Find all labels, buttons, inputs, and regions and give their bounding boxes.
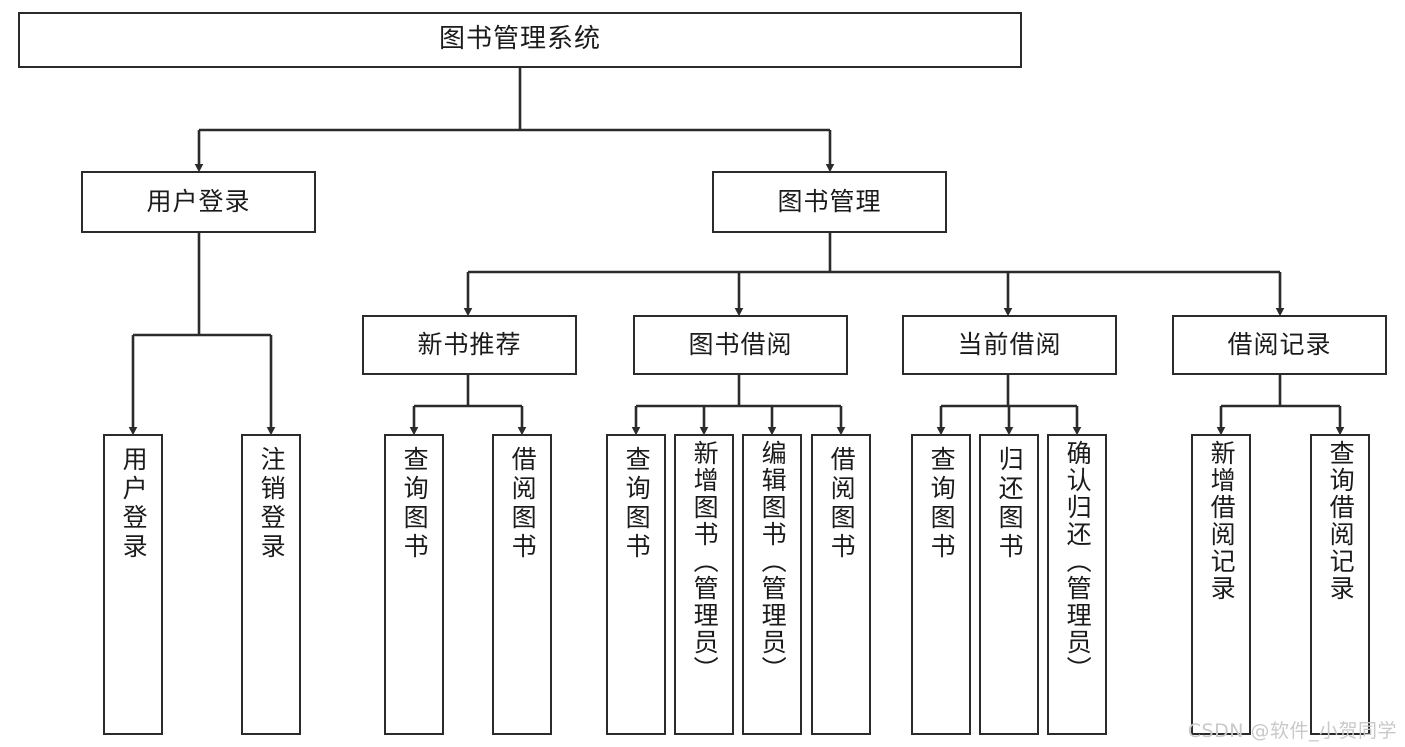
node-book-management-label: 图书管理 <box>777 186 882 216</box>
leaf-user-login-signout[interactable]: 注销登录 <box>241 434 301 735</box>
leaf-new-book-query[interactable]: 查询图书 <box>384 434 444 735</box>
leaf-user-login-signin[interactable]: 用户登录 <box>103 434 163 735</box>
leaf-book-borrow-borrow[interactable]: 借阅图书 <box>811 434 871 735</box>
node-current-borrow-label: 当前借阅 <box>957 329 1062 359</box>
leaf-book-borrow-borrow-label: 借阅图书 <box>827 446 857 562</box>
node-book-borrow[interactable]: 图书借阅 <box>633 315 848 375</box>
leaf-book-borrow-edit-label: 编辑图书（管理员） <box>758 440 788 683</box>
leaf-book-borrow-edit[interactable]: 编辑图书（管理员） <box>742 434 802 735</box>
leaf-book-borrow-query[interactable]: 查询图书 <box>606 434 666 735</box>
node-current-borrow[interactable]: 当前借阅 <box>902 315 1117 375</box>
node-book-management[interactable]: 图书管理 <box>712 171 947 233</box>
leaf-current-borrow-confirm[interactable]: 确认归还（管理员） <box>1047 434 1107 735</box>
node-user-login[interactable]: 用户登录 <box>81 171 316 233</box>
leaf-borrow-record-query-label: 查询借阅记录 <box>1326 440 1356 602</box>
leaf-book-borrow-query-label: 查询图书 <box>622 446 652 562</box>
leaf-new-book-borrow[interactable]: 借阅图书 <box>492 434 552 735</box>
leaf-borrow-record-add[interactable]: 新增借阅记录 <box>1191 434 1251 735</box>
leaf-new-book-query-label: 查询图书 <box>400 446 430 562</box>
leaf-borrow-record-add-label: 新增借阅记录 <box>1207 440 1237 602</box>
leaf-book-borrow-add-label: 新增图书（管理员） <box>690 440 720 683</box>
leaf-book-borrow-add[interactable]: 新增图书（管理员） <box>674 434 734 735</box>
node-borrow-record[interactable]: 借阅记录 <box>1172 315 1387 375</box>
leaf-new-book-borrow-label: 借阅图书 <box>508 446 538 562</box>
leaf-current-borrow-confirm-label: 确认归还（管理员） <box>1063 440 1093 683</box>
leaf-user-login-signout-label: 注销登录 <box>257 446 287 562</box>
leaf-current-borrow-return-label: 归还图书 <box>995 446 1025 562</box>
watermark-text: CSDN @软件_小贺同学 <box>1187 720 1397 742</box>
leaf-current-borrow-return[interactable]: 归还图书 <box>979 434 1039 735</box>
leaf-current-borrow-query[interactable]: 查询图书 <box>911 434 971 735</box>
node-book-borrow-label: 图书借阅 <box>688 329 793 359</box>
node-user-login-label: 用户登录 <box>146 186 251 216</box>
leaf-user-login-signin-label: 用户登录 <box>119 446 149 562</box>
node-new-book-recommend-label: 新书推荐 <box>417 329 522 359</box>
node-new-book-recommend[interactable]: 新书推荐 <box>362 315 577 375</box>
node-borrow-record-label: 借阅记录 <box>1227 329 1332 359</box>
leaf-current-borrow-query-label: 查询图书 <box>927 446 957 562</box>
node-root-system[interactable]: 图书管理系统 <box>18 12 1022 68</box>
leaf-borrow-record-query[interactable]: 查询借阅记录 <box>1310 434 1370 735</box>
node-root-system-label: 图书管理系统 <box>438 24 601 55</box>
